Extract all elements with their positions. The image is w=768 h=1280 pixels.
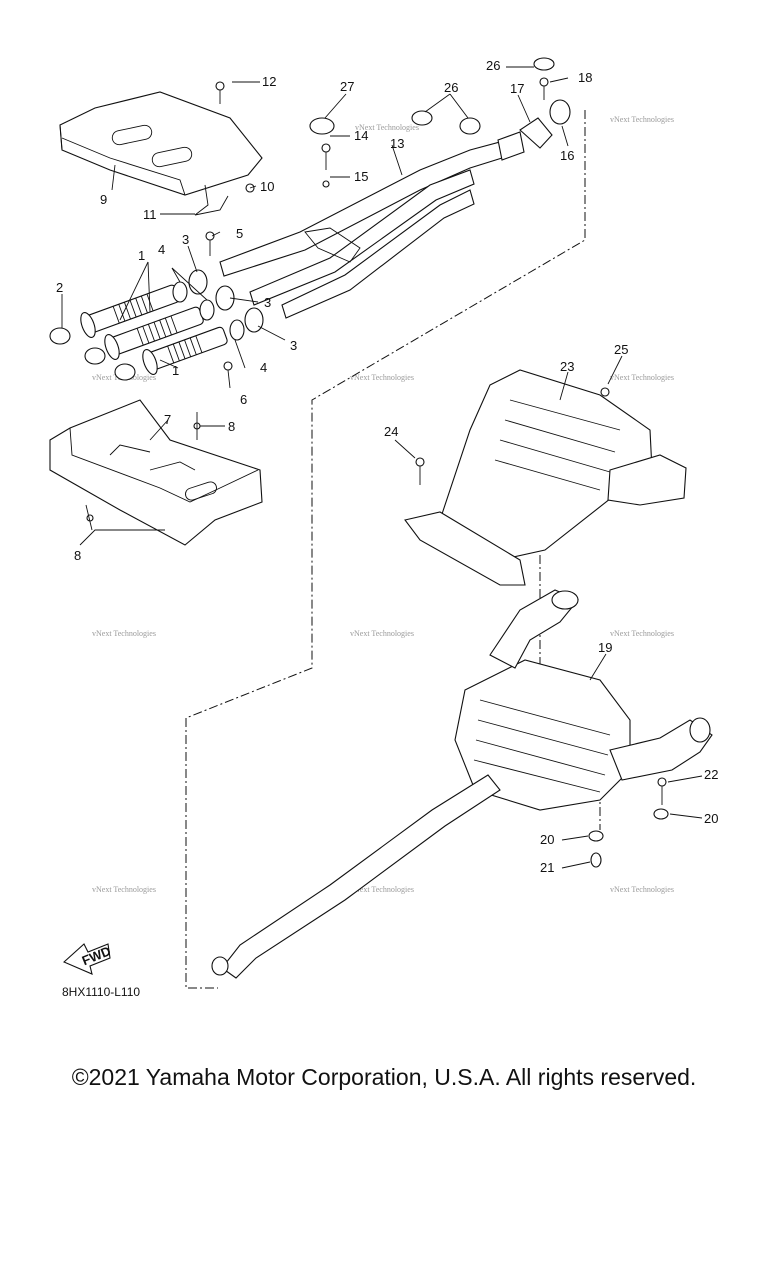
callout-11: 11 [143,207,157,222]
callout-20: 20 [540,832,554,847]
callout-10: 10 [260,179,274,194]
fasteners [85,77,669,868]
watermark: vNext Technologies [350,629,414,638]
watermark: vNext Technologies [92,885,156,894]
callout-6: 6 [240,392,247,407]
lower-heat-shield [49,399,263,546]
callout-25: 25 [614,342,628,357]
callout-4: 4 [158,242,165,257]
upper-heat-shield [59,91,263,216]
leader-lines [61,66,703,869]
callout-16: 16 [560,148,574,163]
callout-5: 5 [236,226,243,241]
callout-27: 27 [340,79,354,94]
clamps-and-rings [172,269,264,341]
callout-19: 19 [598,640,612,655]
watermark: vNext Technologies [610,115,674,124]
watermark: vNext Technologies [92,629,156,638]
callout-4: 4 [260,360,267,375]
watermark: vNext Technologies [355,123,419,132]
watermark: vNext Technologies [610,885,674,894]
diagram-reference-code: 8HX1110-L110 [62,985,140,999]
callout-18: 18 [578,70,592,85]
copyright-notice: ©2021 Yamaha Motor Corporation, U.S.A. A… [71,1064,697,1090]
muffler [211,589,713,979]
callout-20: 20 [704,811,718,826]
watermark: vNext Technologies [350,885,414,894]
exhaust-flex-pipes [80,284,228,375]
callout-24: 24 [384,424,398,439]
manifold-gaskets [49,327,136,381]
watermark: vNext Technologies [610,629,674,638]
callout-21: 21 [540,860,554,875]
callout-26: 26 [486,58,500,73]
callout-12: 12 [262,74,276,89]
callout-23: 23 [560,359,574,374]
callout-26: 26 [444,80,458,95]
callout-7: 7 [164,412,171,427]
callout-3: 3 [264,295,271,310]
callout-labels: 1 1 2 3 3 3 4 4 5 6 7 8 8 9 10 11 12 13 … [56,58,718,875]
front-pipe [219,131,525,319]
callout-15: 15 [354,169,368,184]
watermark: vNext Technologies [610,373,674,382]
callout-2: 2 [56,280,63,295]
callout-1: 1 [172,363,179,378]
callout-14: 14 [354,128,368,143]
callout-17: 17 [510,81,524,96]
muffler-heat-shield [404,369,687,586]
exhaust-parts-diagram: vNext Technologies vNext Technologies vN… [49,57,718,999]
hanger-parts [309,57,571,149]
callout-3: 3 [290,338,297,353]
callout-8: 8 [228,419,235,434]
watermark: vNext Technologies [350,373,414,382]
callout-1: 1 [138,248,145,263]
callout-13: 13 [390,136,404,151]
callout-3: 3 [182,232,189,247]
callout-8: 8 [74,548,81,563]
fwd-arrow-icon: FWD [62,943,113,975]
callout-9: 9 [100,192,107,207]
callout-22: 22 [704,767,718,782]
